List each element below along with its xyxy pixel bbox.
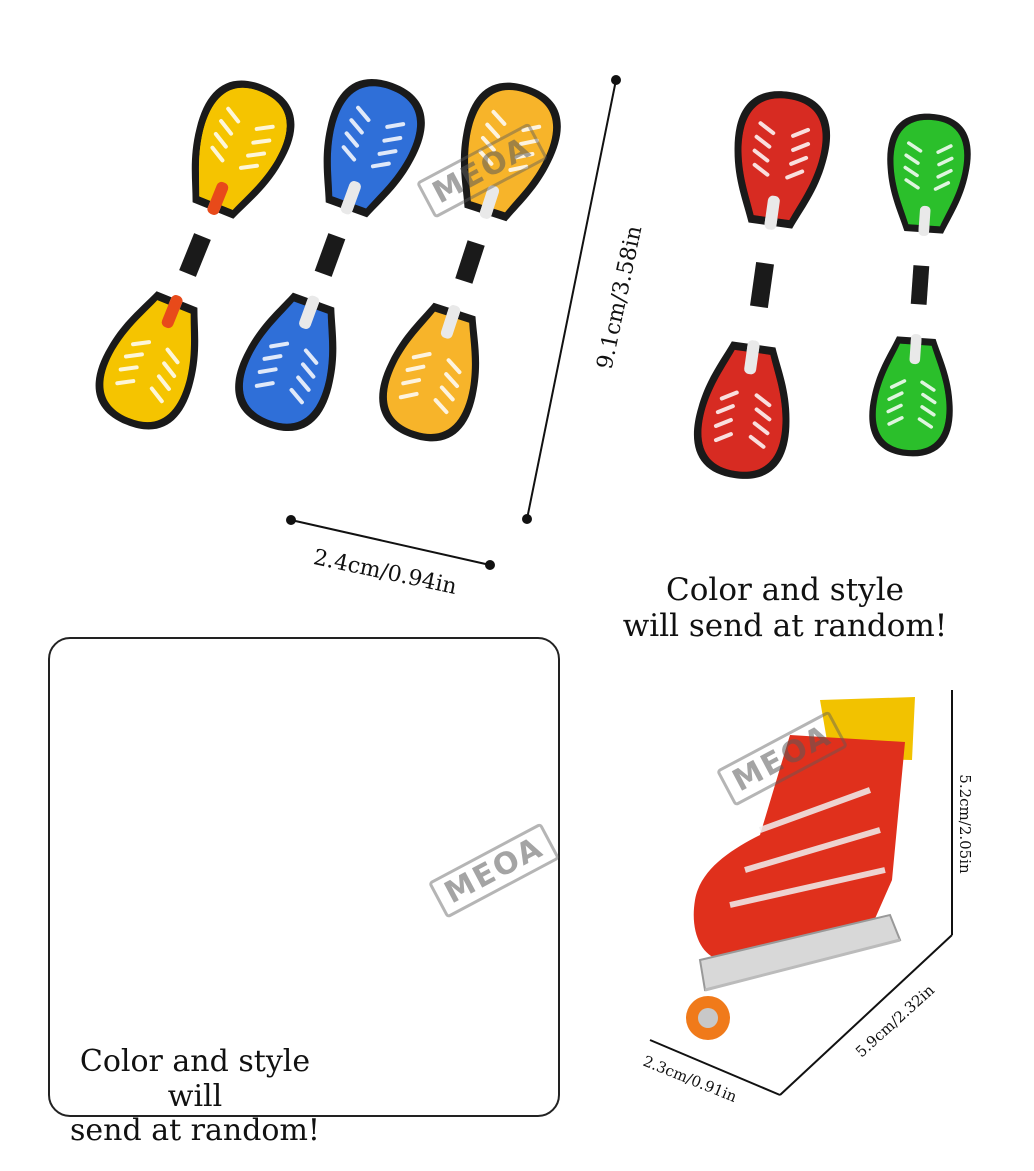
board-dimension-lines: [286, 75, 621, 570]
caption-top-line1: Color and style: [666, 572, 904, 608]
skateboard-red: [687, 85, 837, 485]
boot-height-label: 5.2cm/2.05in: [956, 774, 974, 874]
boot-dimension-lines: [649, 690, 953, 1096]
skateboard-orange: [367, 71, 573, 453]
caption-top: Color and style will send at random!: [620, 572, 950, 644]
caption-top-line2: will send at random!: [622, 607, 948, 644]
random-style-panel: [48, 637, 560, 1117]
caption-panel-line2: send at random!: [69, 1113, 320, 1148]
skateboard-blue: [222, 66, 438, 444]
skateboard-green: [866, 110, 974, 460]
inline-skate-boot-red: [686, 697, 915, 1040]
caption-panel-line1: Color and style will: [79, 1044, 311, 1114]
caption-panel: Color and style will send at random!: [50, 1044, 340, 1149]
skateboard-yellow: [82, 67, 308, 443]
